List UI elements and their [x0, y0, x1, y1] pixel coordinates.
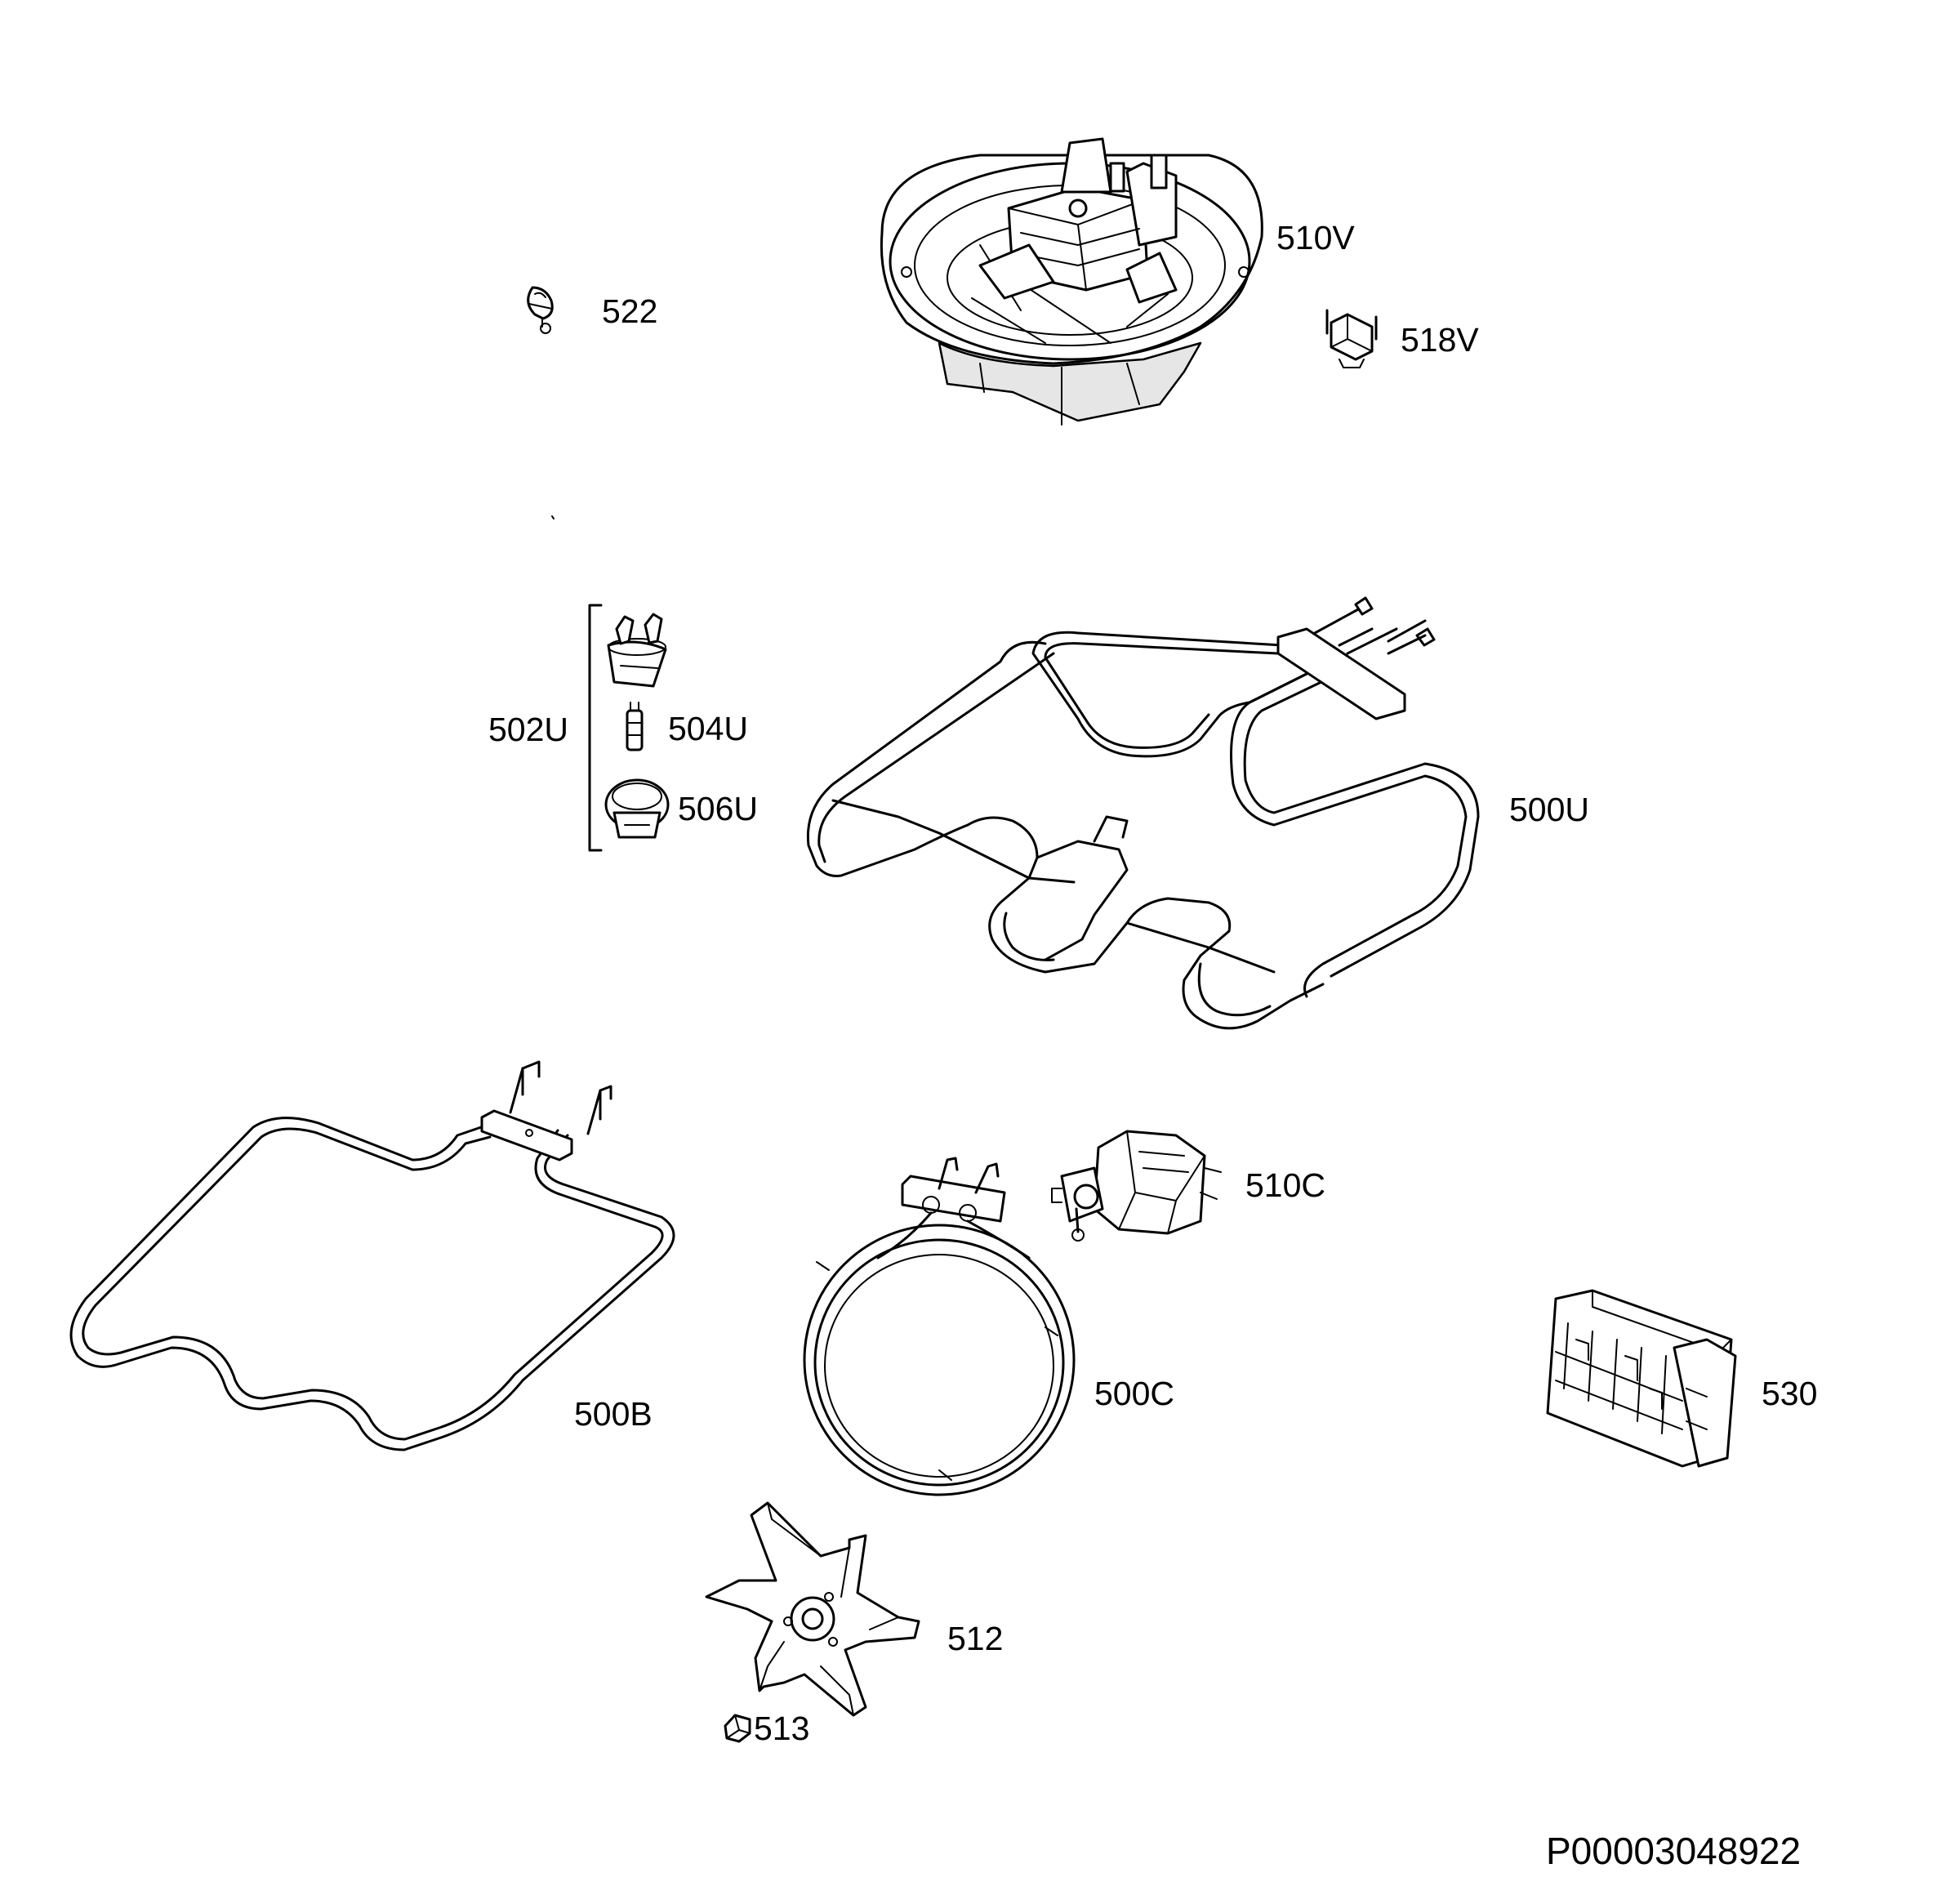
part-label-500b: 500B — [574, 1395, 653, 1433]
lower-heating-element-drawing — [69, 1060, 675, 1451]
nut-drawing — [724, 1714, 751, 1743]
part-label-513: 513 — [754, 1710, 809, 1747]
lamp-bulb-drawing — [626, 702, 644, 751]
circular-heating-element-drawing — [803, 1157, 1076, 1496]
part-label-510v: 510V — [1276, 219, 1355, 256]
lamp-assembly-bracket — [588, 604, 603, 852]
part-label-510c: 510C — [1245, 1166, 1325, 1204]
part-label-506u: 506U — [678, 790, 758, 827]
fan-blade-drawing — [705, 1501, 920, 1717]
part-label-502u: 502U — [488, 711, 568, 748]
thermostat-drawing — [1325, 309, 1378, 368]
part-label-504u: 504U — [668, 710, 748, 747]
part-label-518v: 518V — [1401, 321, 1479, 359]
upper-heating-element-drawing — [806, 596, 1480, 1030]
fan-motor-assembly-drawing — [880, 137, 1263, 426]
part-label-512: 512 — [947, 1620, 1003, 1657]
drawing-code: P00003048922 — [1546, 1830, 1801, 1872]
lamp-holder-drawing — [607, 613, 667, 688]
stray-mark — [551, 515, 555, 519]
part-label-522: 522 — [602, 292, 657, 330]
part-label-500u: 500U — [1509, 791, 1589, 828]
control-module-drawing — [1546, 1289, 1737, 1468]
lamp-cover-drawing — [604, 778, 670, 839]
fan-motor-drawing — [1051, 1130, 1222, 1242]
part-label-500c: 500C — [1094, 1375, 1174, 1412]
part-label-530: 530 — [1762, 1375, 1817, 1412]
clip-drawing — [527, 286, 554, 334]
